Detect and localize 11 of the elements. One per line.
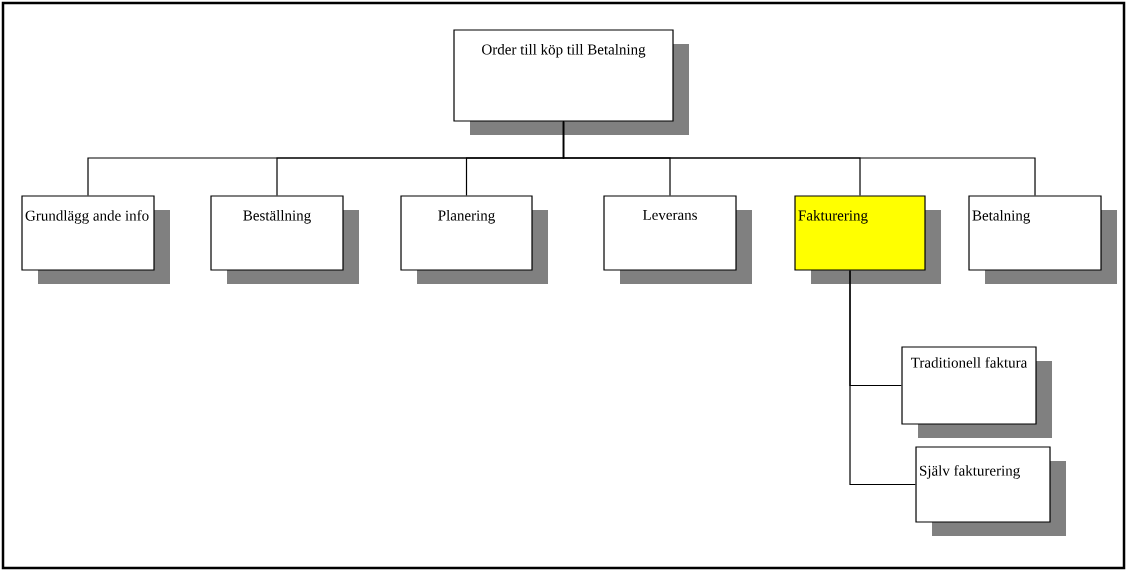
org-box: Order till köp till Betalning — [453, 29, 689, 135]
org-box: Själv fakturering — [915, 446, 1066, 536]
org-box: Betalning — [968, 195, 1117, 284]
org-box: Grundlägg ande info — [21, 195, 170, 284]
org-box: Leverans — [603, 195, 752, 284]
org-box: Traditionell faktura — [901, 346, 1052, 438]
org-box: Beställning — [210, 195, 359, 284]
connector-line — [562, 121, 1036, 196]
org-box: Fakturering — [794, 195, 941, 284]
connector-line — [849, 270, 916, 486]
org-box: Planering — [400, 195, 548, 284]
